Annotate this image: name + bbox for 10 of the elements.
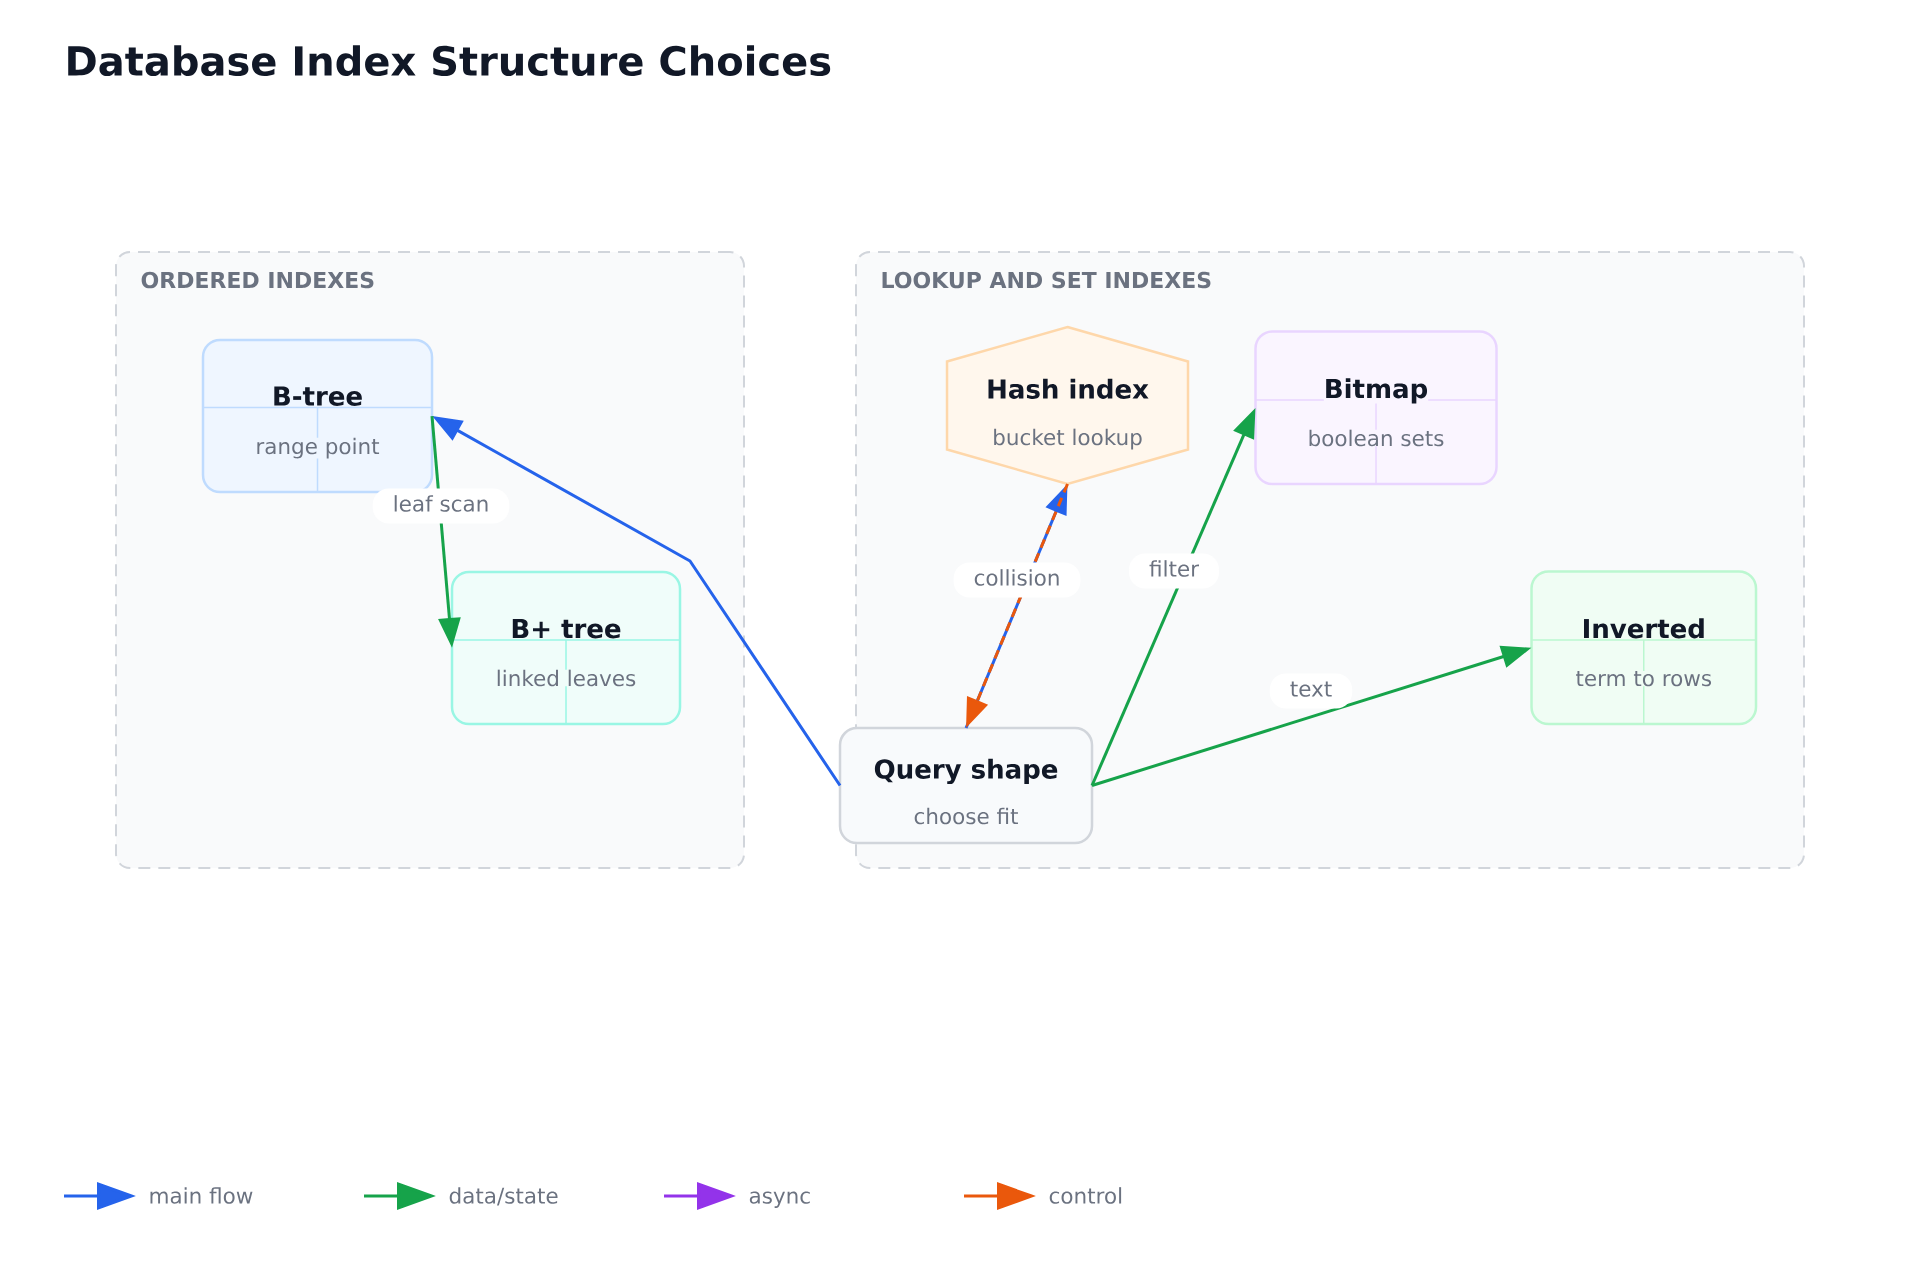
hexagon-box: Hash index bucket lookup bbox=[945, 325, 1190, 486]
rounded-box: Bitmap boolean sets bbox=[1254, 330, 1498, 486]
rounded-box: Query shape choose fit bbox=[838, 726, 1094, 845]
legend-label: control bbox=[1049, 1187, 1122, 1204]
diagram-title: Database Index Structure Choices bbox=[68, 45, 831, 77]
rounded-box: B+ tree linked leaves bbox=[450, 570, 682, 726]
legend-label: data/state bbox=[449, 1187, 558, 1206]
legend-label: async bbox=[749, 1191, 810, 1208]
rounded-box: Inverted term to rows bbox=[1530, 570, 1758, 726]
legend-label: main flow bbox=[150, 1187, 253, 1204]
